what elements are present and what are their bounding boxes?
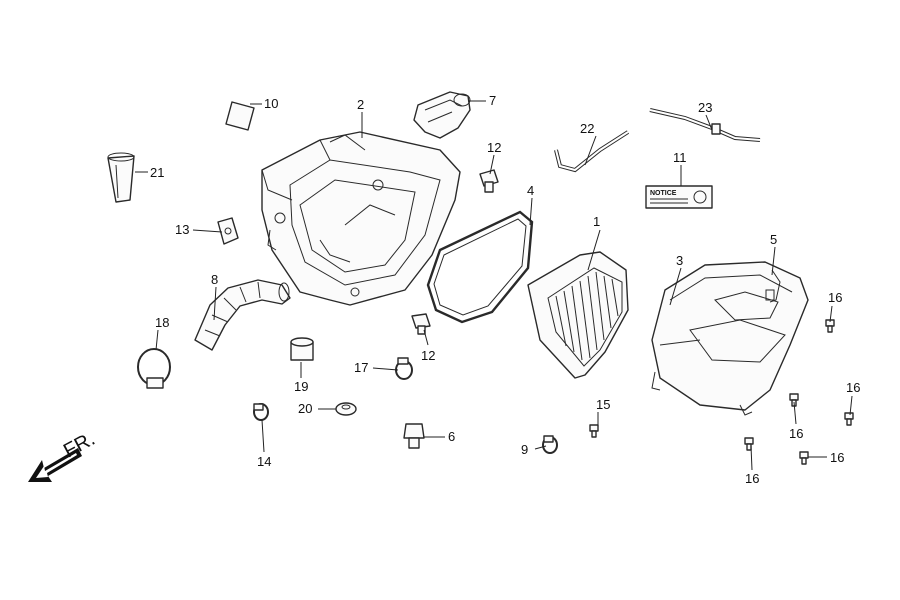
callout-6: 6 (448, 429, 455, 444)
part-clamp-17 (395, 357, 413, 380)
callout-9: 9 (521, 442, 528, 457)
callout-21: 21 (150, 165, 164, 180)
part-label-10 (225, 101, 255, 131)
callout-16-e: 16 (830, 450, 844, 465)
part-intake-duct (413, 91, 471, 139)
part-air-filter-element (527, 251, 629, 379)
arrow-down-left-icon (28, 448, 82, 482)
callout-7: 7 (489, 93, 496, 108)
callout-16-b: 16 (789, 426, 803, 441)
part-drain-plug-6 (403, 423, 425, 449)
part-screw-16-e (799, 451, 809, 465)
callout-13: 13 (175, 222, 189, 237)
callout-22: 22 (580, 121, 594, 136)
part-air-cleaner-case (261, 131, 461, 306)
part-screw-15 (589, 424, 599, 438)
callout-numbers: 1 2 3 4 5 6 7 8 9 10 11 12 12 13 14 15 1… (150, 93, 860, 486)
callout-12-lower: 12 (421, 348, 435, 363)
callout-8: 8 (211, 272, 218, 287)
callout-18: 18 (155, 315, 169, 330)
notice-heading: NOTICE (650, 190, 677, 197)
part-gasket (426, 210, 534, 324)
callout-23: 23 (698, 100, 712, 115)
part-bolt-12-upper (479, 169, 499, 193)
part-clip-14 (253, 403, 269, 421)
part-hose-band-18 (137, 348, 171, 389)
part-notice-label: NOTICE (645, 185, 713, 209)
leader-lines (135, 100, 853, 471)
callout-19: 19 (294, 379, 308, 394)
callout-16-d: 16 (745, 471, 759, 486)
part-clip-9 (542, 435, 558, 454)
callout-5: 5 (770, 232, 777, 247)
callout-20: 20 (298, 401, 312, 416)
callout-1: 1 (593, 214, 600, 229)
part-case-cover (651, 261, 809, 416)
part-bolt-12-lower (411, 313, 431, 335)
callout-15: 15 (596, 397, 610, 412)
callout-10: 10 (264, 96, 278, 111)
callout-14: 14 (257, 454, 271, 469)
callout-4: 4 (527, 183, 534, 198)
front-direction-indicator: FR. (28, 428, 99, 482)
callout-12-upper: 12 (487, 140, 501, 155)
part-grommet-20 (335, 402, 357, 416)
part-screw-16-d (744, 437, 754, 451)
callout-16-a: 16 (828, 290, 842, 305)
callout-11: 11 (673, 150, 687, 165)
callout-3: 3 (676, 253, 683, 268)
part-connecting-tube (194, 279, 291, 351)
callout-2: 2 (357, 97, 364, 112)
part-screw-16-c (844, 412, 854, 426)
part-clip-13 (217, 217, 239, 245)
part-sleeve-21 (107, 152, 135, 203)
callout-16-c: 16 (846, 380, 860, 395)
part-cover-seal (765, 269, 781, 303)
part-collar-19 (290, 337, 314, 361)
callout-17: 17 (354, 360, 368, 375)
part-drain-tube-22 (554, 130, 630, 173)
